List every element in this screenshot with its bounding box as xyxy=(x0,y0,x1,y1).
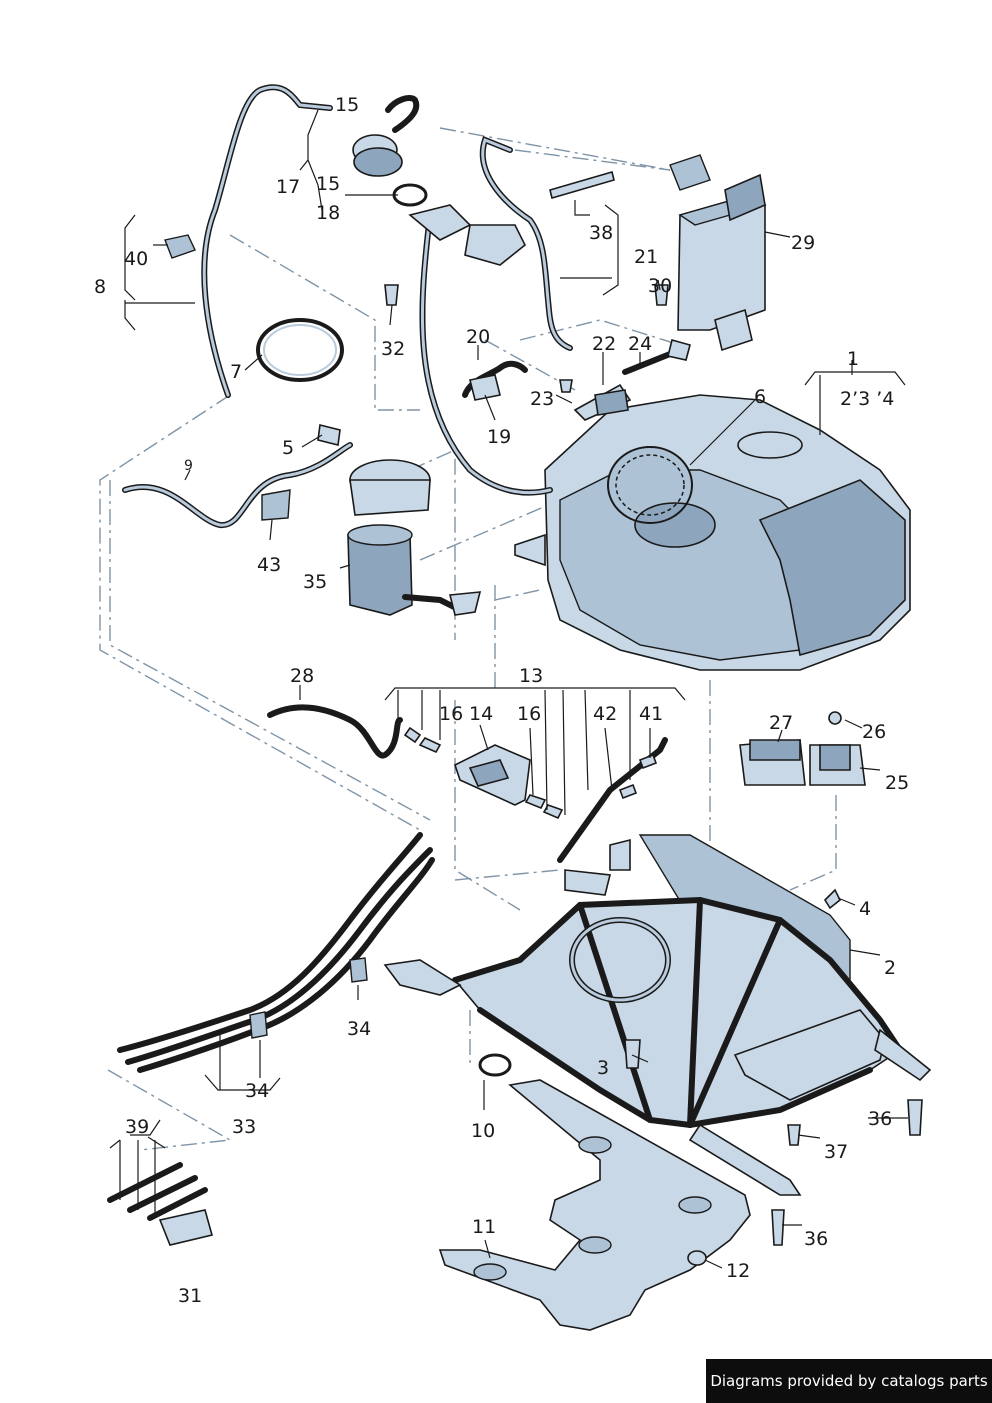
tank-lock-ring xyxy=(607,446,693,524)
label-22: 22 xyxy=(592,333,616,355)
assembly-guide-lines xyxy=(99,127,837,1151)
label-26: 26 xyxy=(862,721,886,743)
label-15-top: 15 xyxy=(335,94,359,116)
label-2-3-4: 2’3 ’4 xyxy=(840,388,894,410)
label-40: 40 xyxy=(124,248,148,270)
label-24: 24 xyxy=(628,333,652,355)
label-14: 14 xyxy=(469,703,493,725)
label-2: 2 xyxy=(884,957,896,979)
label-32: 32 xyxy=(381,338,405,360)
callout-labels: 1 2 2’3 ’4 3 4 5 6 7 8 9 10 11 12 13 14 … xyxy=(94,94,909,1307)
label-23: 23 xyxy=(530,388,554,410)
label-1: 1 xyxy=(847,348,859,370)
label-3: 3 xyxy=(597,1057,609,1079)
label-30: 30 xyxy=(648,275,672,297)
label-39: 39 xyxy=(125,1116,149,1138)
label-21: 21 xyxy=(634,246,658,268)
label-36-lower: 36 xyxy=(804,1228,828,1250)
seal-ring xyxy=(256,318,344,382)
fuel-filter xyxy=(454,744,531,806)
label-11: 11 xyxy=(472,1216,496,1238)
label-42: 42 xyxy=(593,703,617,725)
label-33: 33 xyxy=(232,1116,256,1138)
label-29: 29 xyxy=(791,232,815,254)
label-43: 43 xyxy=(257,554,281,576)
fuel-lines xyxy=(117,832,435,1073)
label-7: 7 xyxy=(230,361,242,383)
label-35: 35 xyxy=(303,571,327,593)
label-9: 9 xyxy=(184,458,193,474)
fuel-tank xyxy=(408,204,911,671)
leader-lines xyxy=(109,109,908,1269)
label-28: 28 xyxy=(290,665,314,687)
tank-support-frame xyxy=(383,834,932,1196)
filler-cap xyxy=(352,95,428,207)
label-12: 12 xyxy=(726,1260,750,1282)
label-16-left: 16 xyxy=(439,703,463,725)
label-6: 6 xyxy=(754,386,766,408)
credit-banner: Diagrams provided by catalogs parts xyxy=(706,1359,992,1403)
heat-shield xyxy=(438,1079,751,1331)
label-20: 20 xyxy=(466,326,490,348)
label-34-upper: 34 xyxy=(347,1018,371,1040)
label-8: 8 xyxy=(94,276,106,298)
label-17: 17 xyxy=(276,176,300,198)
label-38: 38 xyxy=(589,222,613,244)
vent-line xyxy=(164,84,333,398)
label-16-right: 16 xyxy=(517,703,541,725)
label-27: 27 xyxy=(769,712,793,734)
label-25: 25 xyxy=(885,772,909,794)
label-18: 18 xyxy=(316,202,340,224)
label-34-lower: 34 xyxy=(245,1080,269,1102)
label-37: 37 xyxy=(824,1141,848,1163)
label-19: 19 xyxy=(487,426,511,448)
carbon-canister xyxy=(669,154,767,352)
label-36-right: 36 xyxy=(868,1108,892,1130)
fuel-pump-module xyxy=(347,459,482,616)
label-13: 13 xyxy=(519,665,543,687)
label-10: 10 xyxy=(471,1120,495,1142)
label-5: 5 xyxy=(282,437,294,459)
label-4: 4 xyxy=(859,898,871,920)
label-41: 41 xyxy=(639,703,663,725)
label-31: 31 xyxy=(178,1285,202,1307)
label-15-mid: 15 xyxy=(316,173,340,195)
